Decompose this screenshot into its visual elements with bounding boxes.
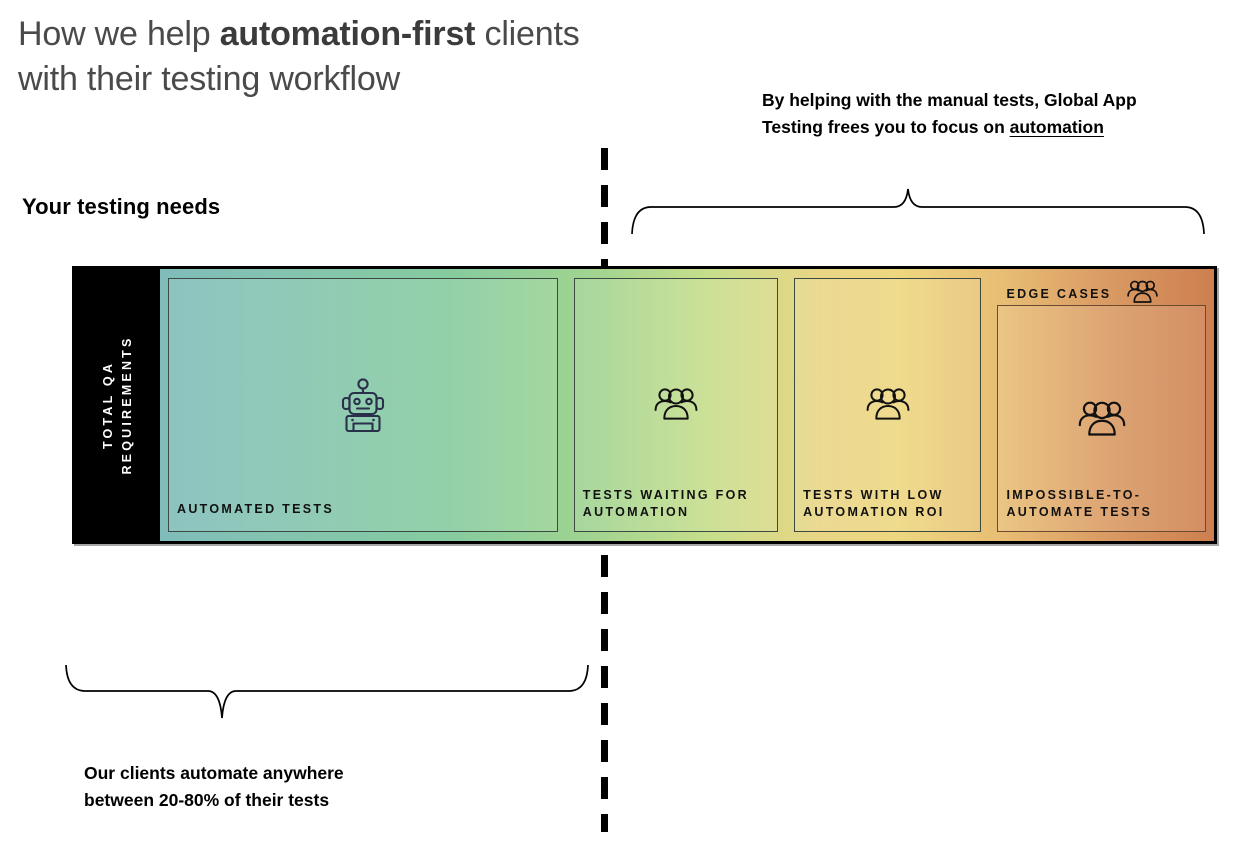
- page-title-line1-pre: How we help: [18, 15, 220, 53]
- bottom-caption-line2: between 20-80% of their tests: [84, 790, 330, 810]
- page-title: How we help automation-first clients wit…: [18, 12, 718, 102]
- people-group-icon: [866, 386, 910, 425]
- bottom-caption: Our clients automate anywhere between 20…: [84, 760, 544, 814]
- bottom-caption-line1: Our clients automate anywhere: [84, 763, 344, 783]
- top-caption-line1: By helping with the manual tests, Global…: [762, 90, 1137, 110]
- people-group-icon: [654, 386, 698, 425]
- panel-low-roi-label-line1: TESTS WITH LOW: [803, 488, 944, 502]
- edge-cases-header: EDGE CASES: [1006, 279, 1159, 308]
- panel-tests-waiting-label-line1: TESTS WAITING FOR: [582, 488, 749, 502]
- panel-impossible-to-automate-tests[interactable]: EDGE CASES: [989, 269, 1214, 541]
- page-title-emphasis: automation-first: [219, 15, 476, 53]
- panel-tests-waiting-for-automation[interactable]: TESTS WAITING FOR AUTOMATION: [566, 269, 786, 541]
- spine-label-line1: TOTAL QA: [100, 360, 115, 450]
- your-testing-needs-label: Your testing needs: [22, 194, 221, 219]
- top-right-caption: By helping with the manual tests, Global…: [762, 87, 1232, 141]
- panel-tests-waiting-label: TESTS WAITING FOR AUTOMATION: [583, 487, 776, 521]
- spine-label: TOTAL QA REQUIREMENTS: [99, 335, 137, 474]
- panel-tests-waiting-label-line2: AUTOMATION: [582, 505, 690, 519]
- gradient-area: AUTOMATED TESTS TESTS WAITING FOR AUTOMA…: [160, 269, 1214, 541]
- page-title-line2: with their testing workflow: [18, 60, 400, 98]
- people-group-icon: [1127, 279, 1159, 308]
- panel-tests-with-low-automation-roi[interactable]: TESTS WITH LOW AUTOMATION ROI: [786, 269, 989, 541]
- spine-label-line2: REQUIREMENTS: [119, 335, 134, 475]
- people-group-icon: [1078, 399, 1126, 441]
- panel-automated-tests-box: [168, 278, 558, 532]
- total-qa-requirements-spine: TOTAL QA REQUIREMENTS: [75, 269, 160, 541]
- automation-link[interactable]: automation: [1009, 117, 1104, 137]
- panel-low-roi-label-line2: AUTOMATION ROI: [803, 505, 945, 519]
- robot-icon: [340, 377, 386, 438]
- panel-low-roi-label: TESTS WITH LOW AUTOMATION ROI: [803, 487, 979, 521]
- panel-impossible-label-line2: AUTOMATE TESTS: [1006, 505, 1153, 519]
- panel-impossible-label-line1: IMPOSSIBLE-TO-: [1006, 488, 1142, 502]
- page-title-line1-post: clients: [475, 15, 580, 53]
- qa-requirements-bar: TOTAL QA REQUIREMENTS: [72, 266, 1217, 544]
- panel-low-roi-box: [794, 278, 982, 532]
- panel-automated-tests-label: AUTOMATED TESTS: [177, 502, 334, 516]
- edge-cases-label: EDGE CASES: [1006, 286, 1112, 301]
- panel-impossible-label: IMPOSSIBLE-TO- AUTOMATE TESTS: [1006, 487, 1204, 521]
- top-brace: [628, 186, 1208, 236]
- top-caption-line2-pre: Testing frees you to focus on: [762, 117, 1010, 137]
- bottom-brace: [62, 662, 592, 722]
- panel-automated-tests[interactable]: AUTOMATED TESTS: [160, 269, 566, 541]
